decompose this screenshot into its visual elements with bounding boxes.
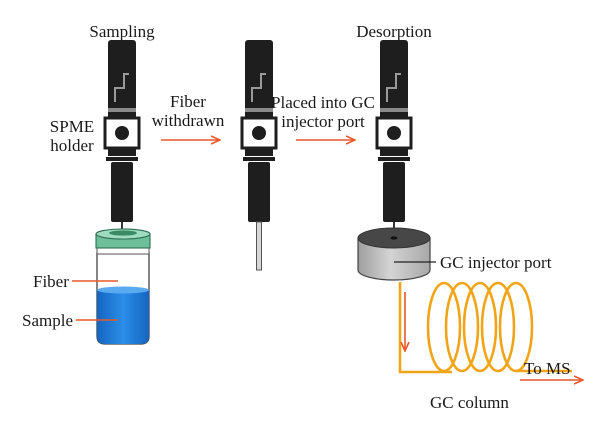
spme-holder-desorption-icon [375,38,413,240]
gc-injector-port-label: GC injector port [440,253,552,272]
sample-label: Sample [22,311,73,330]
desorption-title: Desorption [356,22,432,41]
spme-holder-label-line1: SPME [50,117,94,136]
placed-label-line2: injector port [281,112,365,131]
gc-injector-port-icon [357,227,431,281]
fiber-label: Fiber [33,272,69,291]
to-ms-label: To MS [524,359,571,378]
sampling-title: Sampling [89,22,155,41]
placed-label-line1: Placed into GC [271,93,375,112]
spme-holder-withdrawn-icon [240,38,278,271]
fiber-withdrawn-label-line1: Fiber [170,92,206,111]
sample-vial-icon [95,228,151,345]
fiber-withdrawn-label-line2: withdrawn [152,111,225,130]
spme-holder-label-line2: holder [50,136,94,155]
gc-column-label: GC column [430,393,509,412]
gc-column-coil-icon [398,281,572,374]
